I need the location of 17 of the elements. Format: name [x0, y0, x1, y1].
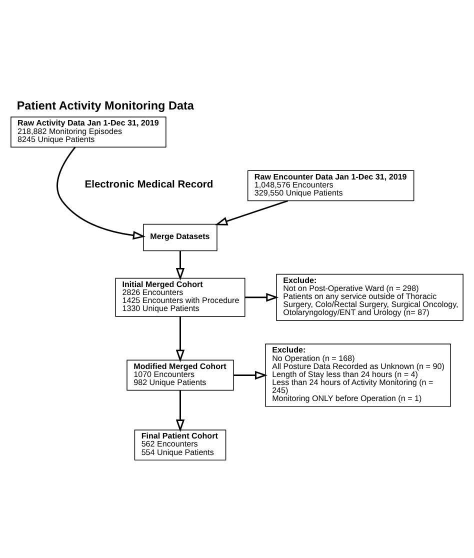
- arrow: [176, 390, 185, 432]
- label: Electronic Medical Record: [84, 180, 214, 191]
- arrow: [215, 200, 288, 226]
- arrow: [176, 250, 185, 280]
- arrow: [56, 146, 146, 240]
- node-box: Raw Activity Data Jan 1-Dec 31, 2019 218,882 Monitoring Episodes 8245 Unique Patients: [10, 116, 166, 148]
- node-box: Final Patient Cohort 562 Encounters 554 Unique Patients: [134, 430, 226, 460]
- node-box: Exclude: Not on Post-Operative Ward (n = 298) Patients on any service outside of Thoracic Surgery, Colo/Rectal Surgery, Surgical Oncology, Otolaryngology/ENT and Urology (n= 87): [276, 274, 464, 321]
- node-box: Modified Merged Cohort 1070 Encounters 982 Unique Patients: [126, 360, 234, 391]
- arrow: [176, 316, 185, 362]
- node-box: Raw Encounter Data Jan 1-Dec 31, 2019 1,048,576 Encounters 329,550 Unique Patients: [247, 170, 414, 202]
- node-box: Initial Merged Cohort 2826 Encounters 1425 Encounters with Procedure 1330 Unique Patients: [115, 278, 246, 317]
- node-box: Merge Datasets: [143, 224, 218, 252]
- diagram-title: Patient Activity Monitoring Data: [16, 100, 194, 113]
- arrow: [234, 370, 268, 380]
- node-box: Exclude: No Operation (n = 168) All Posture Data Recorded as Unknown (n = 90) Length of Stay less than 24 hours (n = 4) Less than 24 hours of Activity Monitoring (n = 245) Monitoring ONLY before Operation (n = 1): [265, 344, 451, 407]
- arrow: [245, 292, 279, 302]
